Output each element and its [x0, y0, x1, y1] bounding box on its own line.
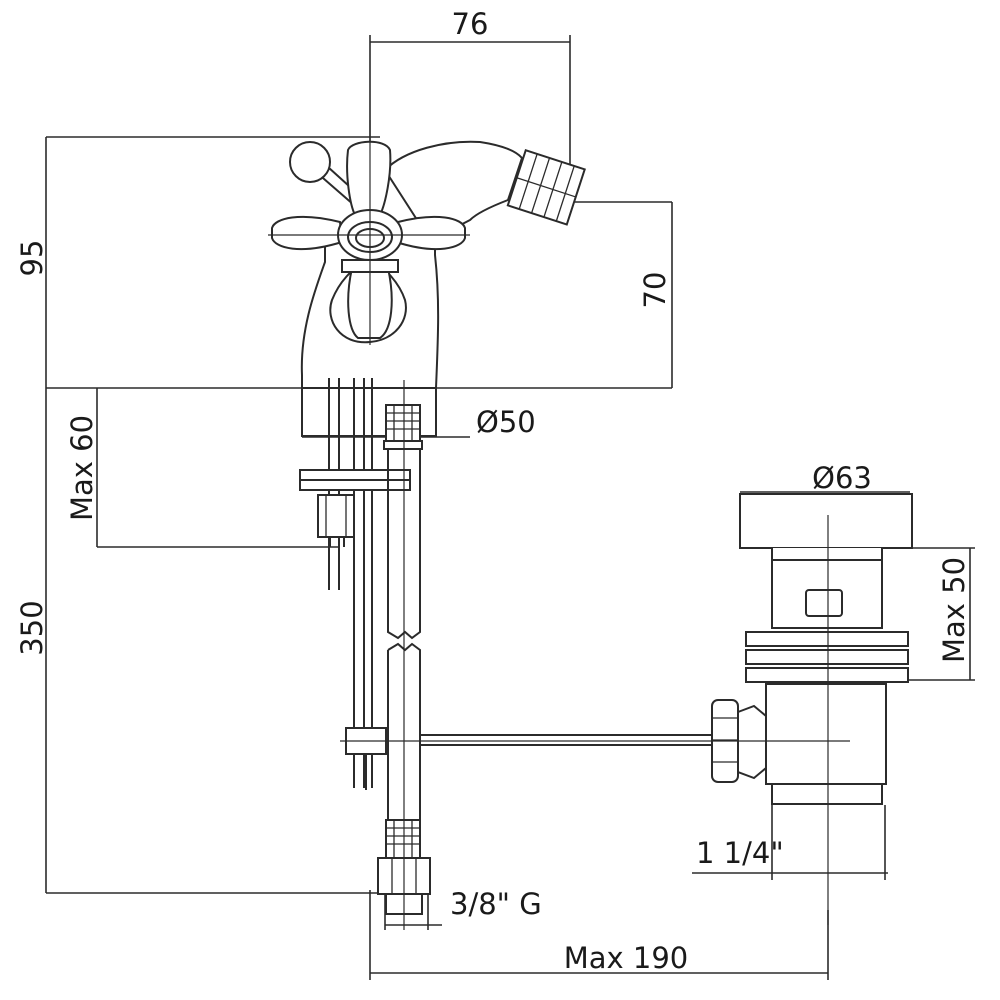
- dim-d50-label: Ø50: [476, 405, 536, 439]
- dim-max50-label: Max 50: [937, 557, 971, 663]
- pop-up-waste: [711, 493, 913, 805]
- dim-95-label: 95: [15, 240, 49, 277]
- dim-3-8-g-label: 3/8" G: [450, 887, 542, 921]
- mounting-hardware: [299, 378, 712, 915]
- dim-d63-label: Ø63: [812, 461, 872, 495]
- dimension-labels: 76 95 70 Ø50 Max 60 350 Ø63 Max 50 1 1/4…: [15, 7, 971, 975]
- dim-70-label: 70: [638, 272, 672, 309]
- dim-max190-label: Max 190: [564, 941, 689, 975]
- center-lines: [268, 120, 850, 930]
- dim-76-label: 76: [452, 7, 489, 41]
- tap-body: [271, 140, 586, 389]
- dim-1-1-4-label: 1 1/4": [696, 836, 784, 870]
- dim-max60-label: Max 60: [65, 415, 99, 521]
- dim-350-label: 350: [15, 600, 49, 655]
